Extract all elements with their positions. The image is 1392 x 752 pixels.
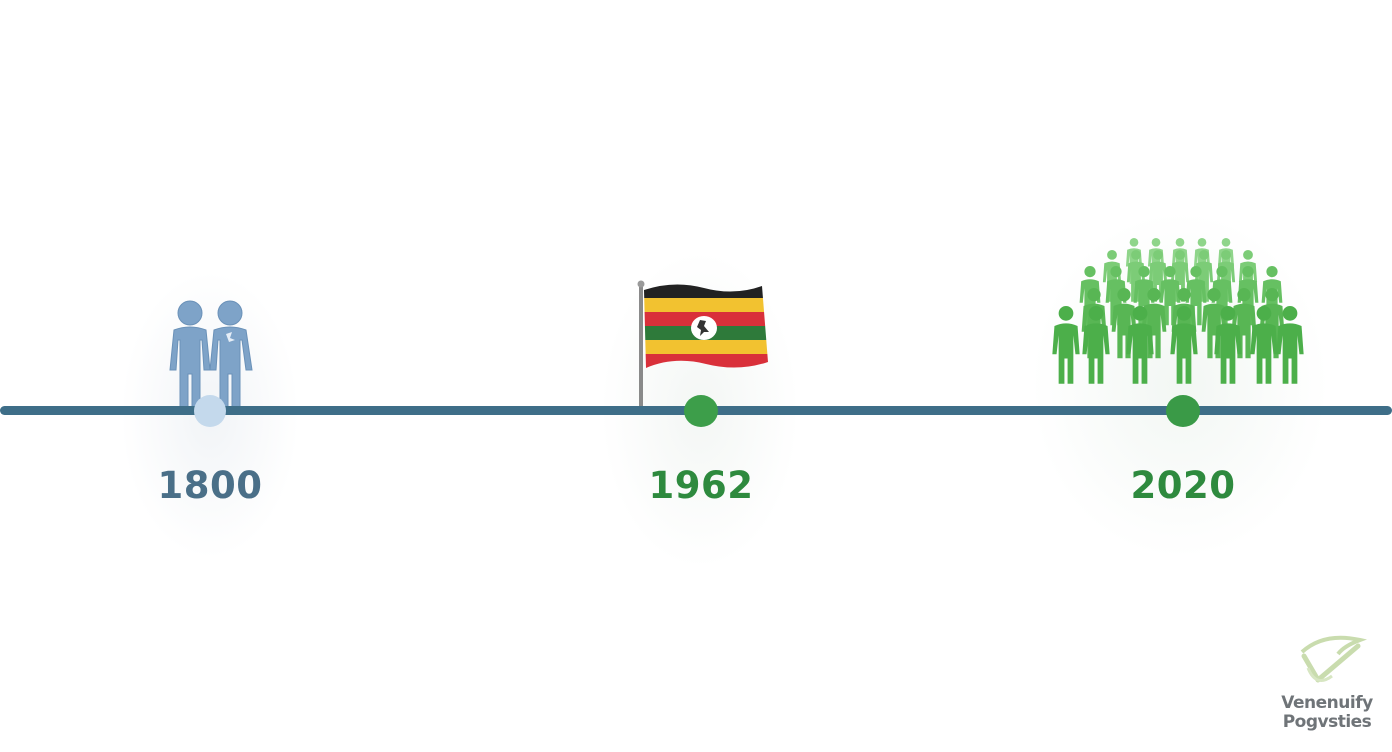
year-label-1800: 1800	[157, 464, 263, 507]
year-label-1962: 1962	[648, 464, 754, 507]
year-label-2020: 2020	[1130, 464, 1236, 507]
watermark-line-1: Venenuify	[1281, 693, 1373, 713]
uganda-flag-icon	[634, 280, 774, 410]
timeline-marker-1962	[684, 395, 718, 427]
watermark-logo: Venenuify Pogvsties	[1268, 632, 1386, 742]
timeline-marker-1800	[194, 395, 226, 427]
two-people-icon	[160, 298, 260, 410]
watermark-line-2: Pogvsties	[1282, 712, 1372, 732]
crowd-icon	[1050, 236, 1306, 408]
timeline-marker-2020	[1166, 395, 1200, 427]
checkmark-badge-icon	[1268, 632, 1386, 694]
